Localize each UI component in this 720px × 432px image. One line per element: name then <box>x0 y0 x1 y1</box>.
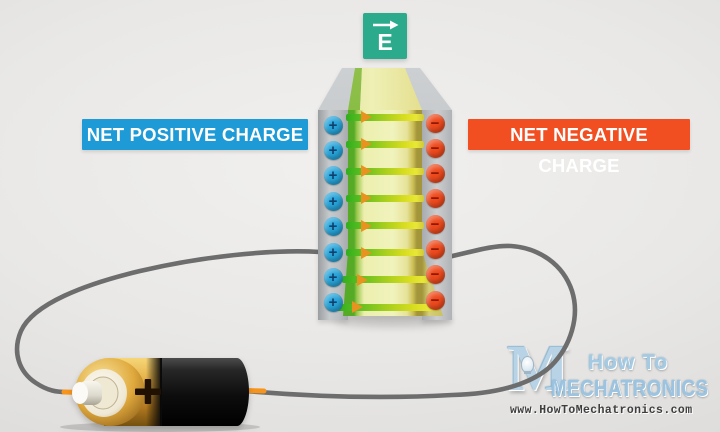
brand-line1: How To <box>588 351 669 374</box>
negative-charge: − <box>425 138 445 158</box>
electric-field-line <box>346 111 424 123</box>
electric-field-line <box>346 246 424 259</box>
positive-charge: + <box>323 242 343 262</box>
capacitor: + + + + + + + + − − − − − − − − <box>318 66 454 322</box>
negative-charge: − <box>425 164 445 184</box>
net-positive-charge-label: NET POSITIVE CHARGE <box>82 119 308 150</box>
positive-charge: + <box>323 115 343 135</box>
lightbulb-icon <box>521 356 534 374</box>
field-arrowhead-icon <box>357 273 368 286</box>
positive-charge: + <box>323 191 343 211</box>
brand-url: www.HowToMechatronics.com <box>510 404 693 417</box>
field-arrowhead-icon <box>361 192 372 205</box>
battery <box>60 358 260 432</box>
field-arrowhead-icon <box>361 246 372 259</box>
net-negative-charge-label: NET NEGATIVE CHARGE <box>468 119 690 176</box>
field-arrowhead-icon <box>361 219 372 232</box>
electric-field-line <box>346 192 424 205</box>
field-arrowhead-icon <box>361 138 372 151</box>
battery-nub-highlight <box>72 382 88 404</box>
field-arrowhead-icon <box>361 111 372 123</box>
positive-charge: + <box>323 166 343 186</box>
positive-charge: + <box>323 217 343 237</box>
negative-charge: − <box>425 214 445 234</box>
field-arrowhead-icon <box>361 165 372 178</box>
wire-right <box>243 243 578 400</box>
positive-charge: + <box>323 267 343 287</box>
electric-field-line <box>342 273 432 286</box>
electric-field-line <box>346 165 424 178</box>
negative-charge: − <box>425 290 445 310</box>
watermark: M How To MECHATRONICS www.HowToMechatron… <box>505 336 708 424</box>
negative-charge: − <box>425 113 445 133</box>
battery-body <box>150 358 249 426</box>
negative-charge: − <box>425 189 445 209</box>
positive-charge: + <box>323 293 343 313</box>
electric-field-line <box>346 138 424 151</box>
negative-charge: − <box>425 265 445 285</box>
brand-line2: MECHATRONICS <box>551 375 709 401</box>
positive-charge: + <box>323 140 343 160</box>
electric-field-line <box>346 219 424 232</box>
negative-charge: − <box>425 240 445 259</box>
wire-left <box>14 249 323 395</box>
battery-plus-icon <box>135 379 161 404</box>
field-arrowhead-icon <box>352 301 363 314</box>
e-field-symbol: E <box>377 28 393 55</box>
brand-logo-m: M <box>507 332 570 405</box>
e-field-indicator: E <box>363 13 407 59</box>
electric-field-line <box>337 301 439 314</box>
e-field-arrow-icon <box>373 20 399 29</box>
